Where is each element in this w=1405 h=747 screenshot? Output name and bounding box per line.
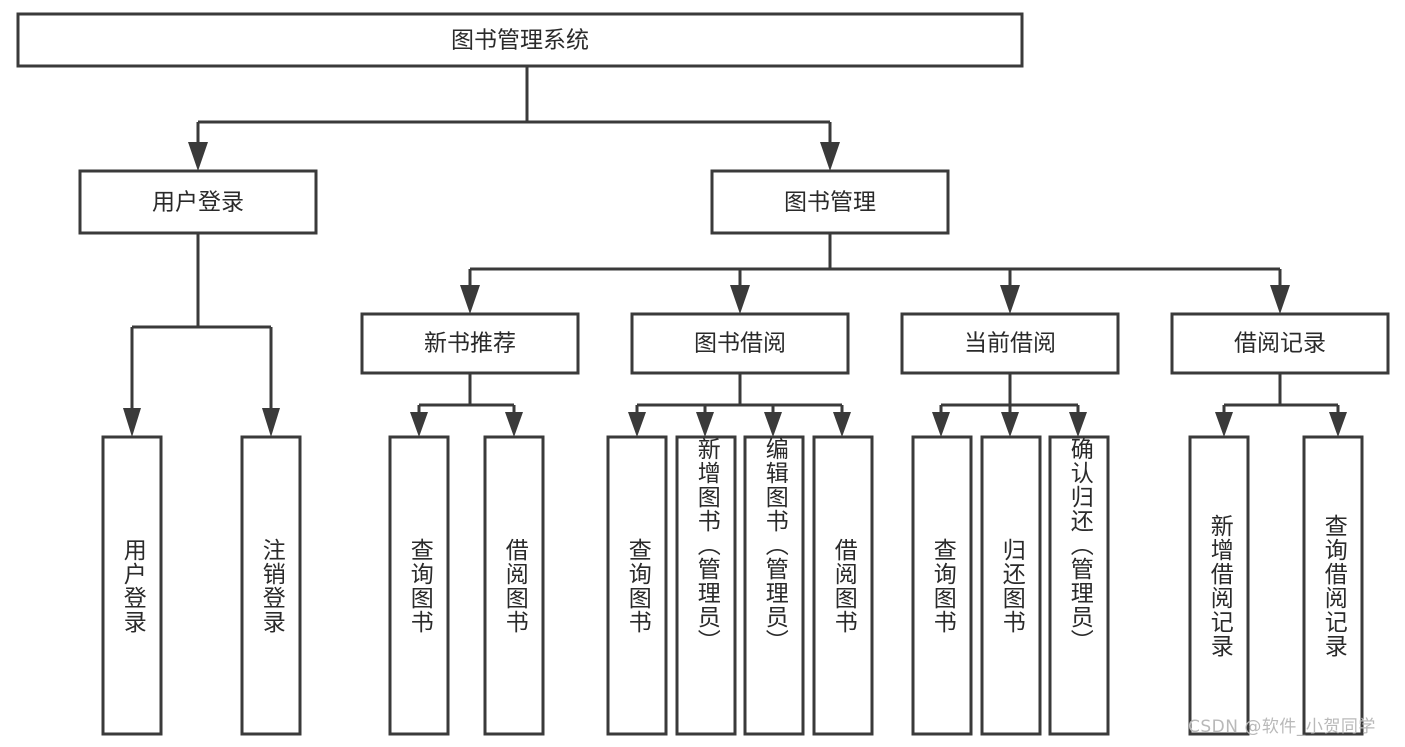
- node-current-borrow[interactable]: [900, 312, 1120, 375]
- arrowhead-newbook-l1: [410, 412, 428, 437]
- leaf-borrow-record-0[interactable]: [1188, 435, 1250, 736]
- arrowhead-bookborrow-l4: [833, 412, 851, 437]
- node-new-book-recommend[interactable]: [360, 312, 580, 375]
- connector-group-user-login: [123, 233, 280, 437]
- arrowhead-book-manage: [820, 142, 840, 171]
- connector-group-new-book: [410, 373, 523, 437]
- node-root-label: 图书管理系统: [451, 28, 589, 54]
- node-current-borrow-label: 当前借阅: [964, 331, 1056, 357]
- leaf-book-borrow-0[interactable]: [606, 435, 668, 736]
- arrowhead-current-l2: [1001, 412, 1019, 437]
- leaf-current-borrow-2[interactable]: [1048, 435, 1110, 736]
- connector-group-book-borrow: [628, 373, 851, 437]
- leaf-book-borrow-1[interactable]: [675, 435, 737, 736]
- leaf-borrow-record-1[interactable]: [1302, 435, 1364, 736]
- connector-group-borrow-record: [1215, 373, 1347, 437]
- leaf-new-book-1[interactable]: [483, 435, 545, 736]
- node-root[interactable]: [16, 12, 1024, 68]
- arrowhead-borrow-record: [1270, 285, 1290, 314]
- arrowhead-bookborrow-l1: [628, 412, 646, 437]
- node-book-manage[interactable]: [710, 169, 950, 235]
- leaf-current-borrow-0[interactable]: [911, 435, 973, 736]
- arrowhead-book-borrow: [730, 285, 750, 314]
- connector-group-current-borrow: [932, 373, 1087, 437]
- leaf-new-book-0[interactable]: [388, 435, 450, 736]
- arrowhead-current-borrow: [1000, 285, 1020, 314]
- arrowhead-user-leaf2: [262, 408, 280, 437]
- connector-group-book-manage: [460, 233, 1290, 314]
- watermark-text: CSDN @软件_小贺同学: [1188, 717, 1376, 737]
- node-book-manage-label: 图书管理: [784, 190, 876, 216]
- node-borrow-record[interactable]: [1170, 312, 1390, 375]
- arrowhead-user-leaf1: [123, 408, 141, 437]
- leaf-book-borrow-3[interactable]: [812, 435, 874, 736]
- arrowhead-newbook-l2: [505, 412, 523, 437]
- arrowhead-record-l2: [1329, 412, 1347, 437]
- leaf-current-borrow-1[interactable]: [980, 435, 1042, 736]
- node-user-login[interactable]: [78, 169, 318, 235]
- leaf-book-borrow-2[interactable]: [743, 435, 805, 736]
- node-book-borrow-label: 图书借阅: [694, 331, 786, 357]
- arrowhead-new-book: [460, 285, 480, 314]
- node-user-login-label: 用户登录: [152, 190, 244, 216]
- arrowhead-bookborrow-l2: [696, 412, 714, 437]
- leaf-user-login-0[interactable]: [101, 435, 163, 736]
- node-borrow-record-label: 借阅记录: [1234, 331, 1326, 357]
- node-new-book-recommend-label: 新书推荐: [424, 331, 516, 357]
- arrowhead-current-l3: [1069, 412, 1087, 437]
- leaf-user-login-1[interactable]: [240, 435, 302, 736]
- arrowhead-record-l1: [1215, 412, 1233, 437]
- arrowhead-current-l1: [932, 412, 950, 437]
- connector-group-root: [188, 66, 840, 171]
- node-book-borrow[interactable]: [630, 312, 850, 375]
- arrowhead-user-login: [188, 142, 208, 171]
- arrowhead-bookborrow-l3: [764, 412, 782, 437]
